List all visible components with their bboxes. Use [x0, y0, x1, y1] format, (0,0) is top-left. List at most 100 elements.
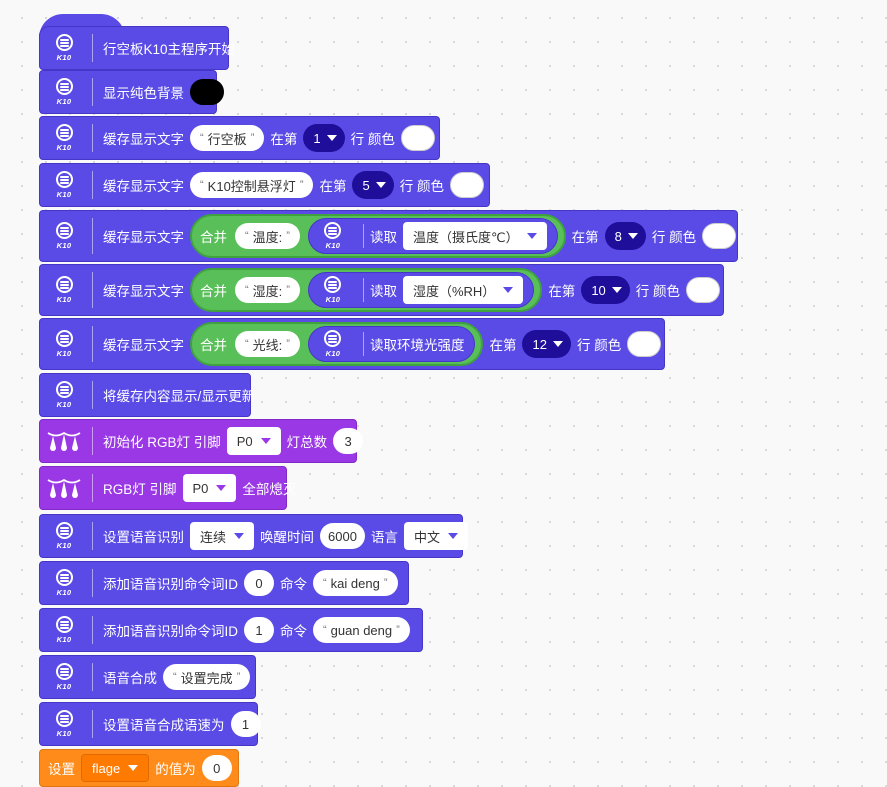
text-color-picker[interactable] — [627, 331, 662, 357]
text-input[interactable]: 行空板 — [190, 125, 265, 151]
dropdown-caret-icon — [627, 233, 638, 239]
speech-rate-input[interactable]: 1 — [230, 711, 261, 737]
speech-synthesis-block[interactable]: K10 语音合成 设置完成 — [39, 655, 256, 699]
add-command-word-block[interactable]: K10 添加语音识别命令词ID 0 命令 kai deng — [39, 561, 409, 605]
block-divider — [92, 381, 93, 409]
language-value: 中文 — [413, 529, 440, 545]
rgb-light-string-icon — [47, 431, 81, 451]
block-divider — [362, 224, 364, 248]
main-program-start-block[interactable]: K10 行空板K10主程序开始 — [39, 26, 235, 70]
read-ambient-light-block[interactable]: K10 读取环境光强度 — [307, 326, 476, 362]
command-label: 命令 — [280, 624, 307, 639]
k10-board-icon: K10 — [309, 222, 357, 250]
cache-display-text-block[interactable]: K10 缓存显示文字 行空板 在第 1 行 颜色 — [39, 116, 440, 160]
text-color-picker[interactable] — [449, 172, 484, 198]
language-dropdown[interactable]: 中文 — [403, 522, 468, 550]
block-label: 缓存显示文字 — [103, 284, 184, 299]
speech-recognition-settings-block[interactable]: K10 设置语音识别 连续 唤醒时间 6000 语言 中文 — [39, 514, 468, 558]
row-dropdown[interactable]: 5 — [352, 171, 394, 199]
variable-value-input[interactable]: 0 — [201, 755, 232, 781]
show-solid-background-block[interactable]: K10 显示纯色背景 — [39, 70, 224, 114]
wake-time-label: 唤醒时间 — [260, 530, 315, 545]
read-sensor-block[interactable]: K10 读取 湿度（%RH） — [307, 272, 535, 308]
k10-board-icon: K10 — [46, 522, 82, 550]
command-text-input[interactable]: guan deng — [313, 617, 410, 643]
block-label: 添加语音识别命令词ID — [103, 577, 238, 592]
display-update-block[interactable]: K10 将缓存内容显示/显示更新 — [39, 373, 255, 417]
rgb-all-off-block[interactable]: RGB灯 引脚 P0 全部熄灭 — [39, 466, 296, 510]
block-divider — [92, 124, 93, 152]
text-input[interactable]: K10控制悬浮灯 — [190, 172, 314, 198]
text-color-picker[interactable] — [686, 277, 721, 303]
cache-display-text-block[interactable]: K10 缓存显示文字 合并 光线: K10 读取环境光强度 在第 12 行 颜色 — [39, 318, 665, 370]
add-command-word-block[interactable]: K10 添加语音识别命令词ID 1 命令 guan deng — [39, 608, 423, 652]
led-count-label: 灯总数 — [286, 435, 328, 450]
read-label: 读取 — [369, 230, 397, 245]
dropdown-caret-icon — [611, 287, 622, 293]
text-input[interactable]: 光线: — [235, 331, 300, 357]
variable-value: flage — [92, 760, 121, 776]
rgb-light-string-icon — [47, 478, 81, 498]
command-id-input[interactable]: 0 — [244, 570, 274, 596]
row-value: 12 — [532, 336, 547, 352]
speech-rate-block[interactable]: K10 设置语音合成语速为 1 — [39, 702, 261, 746]
block-divider — [92, 663, 93, 691]
speech-text-input[interactable]: 设置完成 — [163, 664, 251, 690]
row-value: 1 — [313, 130, 321, 146]
command-id-input[interactable]: 1 — [244, 617, 274, 643]
sensor-value: 湿度（%RH） — [412, 283, 496, 299]
background-color-picker[interactable] — [190, 79, 224, 105]
read-label: 读取环境光强度 — [369, 338, 465, 353]
dropdown-caret-icon — [503, 287, 514, 293]
text-color-picker[interactable] — [702, 223, 737, 249]
row-value: 10 — [591, 282, 606, 298]
text-input[interactable]: 温度: — [235, 223, 300, 249]
row-dropdown[interactable]: 10 — [581, 276, 630, 304]
pin-dropdown[interactable]: P0 — [226, 427, 281, 455]
block-label: 缓存显示文字 — [103, 179, 184, 194]
k10-board-icon: K10 — [46, 569, 82, 597]
block-divider — [92, 616, 93, 644]
pin-dropdown[interactable]: P0 — [182, 474, 237, 502]
row-prefix-label: 在第 — [489, 338, 517, 353]
cache-display-text-block[interactable]: K10 缓存显示文字 合并 温度: K10 读取 温度（摄氏度℃） 在第 8 行… — [39, 210, 738, 262]
k10-board-icon: K10 — [46, 710, 82, 738]
text-input[interactable]: 湿度: — [235, 277, 300, 303]
read-sensor-block[interactable]: K10 读取 温度（摄氏度℃） — [307, 218, 558, 254]
sensor-dropdown[interactable]: 温度（摄氏度℃） — [402, 222, 547, 250]
block-divider — [92, 522, 93, 550]
variable-dropdown[interactable]: flage — [81, 754, 150, 782]
row-dropdown[interactable]: 8 — [604, 222, 646, 250]
led-count-input[interactable]: 3 — [333, 428, 364, 454]
mode-value: 连续 — [200, 529, 227, 545]
block-divider — [92, 218, 93, 254]
k10-board-icon: K10 — [46, 381, 82, 409]
row-dropdown[interactable]: 12 — [522, 330, 571, 358]
recognition-mode-dropdown[interactable]: 连续 — [190, 522, 255, 550]
text-color-picker[interactable] — [400, 125, 435, 151]
row-dropdown[interactable]: 1 — [303, 124, 345, 152]
row-suffix-label: 行 颜色 — [651, 230, 697, 245]
dropdown-caret-icon — [375, 182, 386, 188]
merge-text-block[interactable]: 合并 温度: K10 读取 温度（摄氏度℃） — [190, 214, 566, 258]
block-divider — [362, 332, 364, 356]
row-suffix-label: 行 颜色 — [635, 284, 681, 299]
command-text-input[interactable]: kai deng — [313, 570, 398, 596]
command-label: 命令 — [280, 577, 307, 592]
block-label: 设置语音识别 — [103, 530, 184, 545]
merge-text-block[interactable]: 合并 湿度: K10 读取 湿度（%RH） — [190, 268, 543, 312]
row-prefix-label: 在第 — [319, 179, 347, 194]
cache-display-text-block[interactable]: K10 缓存显示文字 K10控制悬浮灯 在第 5 行 颜色 — [39, 163, 490, 207]
block-divider — [92, 34, 93, 62]
set-variable-block[interactable]: 设置 flage 的值为 0 — [39, 749, 239, 787]
value-label: 的值为 — [155, 762, 196, 777]
language-label: 语言 — [370, 530, 398, 545]
cache-display-text-block[interactable]: K10 缓存显示文字 合并 湿度: K10 读取 湿度（%RH） 在第 10 行… — [39, 264, 724, 316]
block-divider — [362, 278, 364, 302]
dropdown-caret-icon — [552, 341, 563, 347]
merge-text-block[interactable]: 合并 光线: K10 读取环境光强度 — [190, 322, 484, 366]
rgb-init-block[interactable]: 初始化 RGB灯 引脚 P0 灯总数 3 — [39, 419, 364, 463]
sensor-dropdown[interactable]: 湿度（%RH） — [402, 276, 524, 304]
wake-time-input[interactable]: 6000 — [320, 523, 365, 549]
